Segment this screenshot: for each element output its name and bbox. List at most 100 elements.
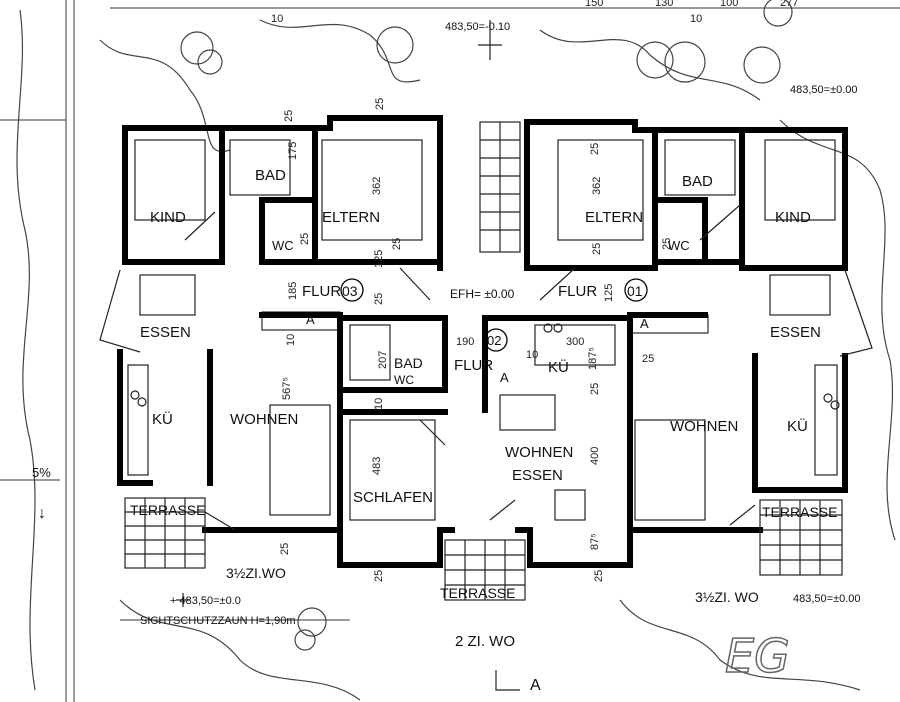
shrub-outline-bottom-left bbox=[119, 599, 361, 701]
level-bottom-left: + 483,50=±0.0 bbox=[170, 595, 241, 607]
dim-label: 25 bbox=[589, 383, 601, 395]
room-label-flur-right: FLUR bbox=[558, 283, 597, 300]
staircase bbox=[479, 121, 521, 253]
dim-label: 125 bbox=[373, 250, 385, 268]
dim-label: 25 bbox=[591, 243, 603, 255]
bed-schlafen bbox=[349, 419, 436, 521]
dim-label: 25 bbox=[593, 570, 605, 582]
slope-arrow-icon: ↓ bbox=[38, 505, 46, 522]
unit-title-left: 3½ZI.WO bbox=[226, 565, 286, 581]
bath-middle bbox=[349, 324, 391, 381]
table-essen-left bbox=[139, 274, 196, 316]
dim-label: 25 bbox=[299, 233, 311, 245]
dim-label: 277 bbox=[780, 0, 798, 9]
tree-icon bbox=[197, 49, 223, 75]
furnishings bbox=[99, 20, 873, 691]
dim-label: 483 bbox=[371, 457, 383, 475]
entry-level: EFH= ±0.00 bbox=[450, 287, 515, 301]
dim-label: 25 bbox=[391, 238, 403, 250]
dim-label: 10 bbox=[526, 349, 538, 361]
chair-middle bbox=[554, 489, 586, 521]
room-label-terrasse-middle: TERRASSE bbox=[440, 585, 515, 601]
dim-label: 362 bbox=[371, 177, 383, 195]
room-label-wohnen-left: WOHNEN bbox=[230, 411, 298, 428]
tree-icon bbox=[294, 629, 316, 651]
kitchen-counter-right bbox=[814, 364, 838, 476]
room-label-kue-middle: KÜ bbox=[548, 358, 569, 376]
shrub-outline-bottom-right bbox=[619, 599, 861, 691]
dim-label: 130 bbox=[655, 0, 673, 9]
room-label-terrasse-left: TERRASSE bbox=[130, 502, 205, 518]
room-label-eltern-right: ELTERN bbox=[585, 209, 643, 226]
dim-label: 400 bbox=[589, 447, 601, 465]
walls-left-unit bbox=[117, 115, 443, 533]
room-label-bad-left: BAD bbox=[255, 167, 286, 184]
bed-kind-right bbox=[764, 139, 836, 221]
annotations: EFH= ±0.00 483,50=-0.10 483,50=±0.00 + 4… bbox=[32, 21, 861, 694]
bathtub-right bbox=[664, 139, 736, 196]
room-label-bad-middle: BAD bbox=[394, 355, 423, 371]
dim-label: 25 bbox=[374, 98, 386, 110]
room-label-kue-left: KÜ bbox=[152, 410, 173, 428]
dim-label: 362 bbox=[591, 177, 603, 195]
dim-label: 25 bbox=[642, 353, 654, 365]
room-label-kind-right: KIND bbox=[775, 209, 811, 226]
dimensions: 10 10 130 100 277 150 25 25 175 362 185 … bbox=[271, 0, 798, 582]
section-marker-bottom: A bbox=[530, 677, 541, 694]
room-label-wc-left: WC bbox=[272, 238, 294, 253]
room-label-essen-left: ESSEN bbox=[140, 324, 191, 341]
room-label-terrasse-right: TERRASSE bbox=[762, 504, 837, 520]
dim-label: 10 bbox=[373, 398, 385, 410]
level-bottom-right: 483,50=±0.00 bbox=[793, 593, 861, 605]
shrub-outline-top bbox=[259, 19, 421, 83]
tree-icon bbox=[763, 0, 793, 27]
kitchen-middle bbox=[534, 324, 616, 366]
dim-label: 100 bbox=[720, 0, 738, 9]
room-label-wohnen-middle: WOHNEN bbox=[505, 444, 573, 461]
dim-label: 25 bbox=[283, 110, 295, 122]
bathtub-left bbox=[229, 139, 291, 196]
dim-label: 25 bbox=[661, 238, 673, 250]
dim-label: 190 bbox=[456, 336, 474, 348]
room-label-eltern-left: ELTERN bbox=[322, 209, 380, 226]
room-label-schlafen: SCHLAFEN bbox=[353, 489, 433, 506]
walls bbox=[117, 115, 848, 568]
unit-title-middle: 2 ZI. WO bbox=[455, 633, 515, 650]
shrub-outline-top-left bbox=[99, 39, 231, 153]
terrace-right bbox=[759, 499, 843, 576]
room-labels: KIND BAD WC ELTERN FLUR 03 ESSEN KÜ WOHN… bbox=[130, 167, 837, 601]
terrace-left bbox=[124, 497, 206, 569]
room-label-essen-right: ESSEN bbox=[770, 324, 821, 341]
section-marker-middle: A bbox=[500, 370, 509, 385]
floor-label: EG bbox=[725, 629, 790, 683]
tree-line-right bbox=[779, 119, 896, 541]
walls-right-unit bbox=[524, 119, 848, 533]
dim-label: 175 bbox=[287, 142, 299, 160]
dim-label: 185 bbox=[287, 282, 299, 300]
room-label-flur-left: FLUR bbox=[302, 283, 341, 300]
dim-label: 187⁵ bbox=[587, 347, 599, 370]
sofa-wohnen-right bbox=[634, 419, 706, 521]
dim-label: 10 bbox=[690, 13, 702, 25]
unit-title-right: 3½ZI. WO bbox=[695, 589, 759, 605]
level-top-right: 483,50=±0.00 bbox=[790, 84, 858, 96]
dim-label: 207 bbox=[377, 351, 389, 369]
dim-label: 25 bbox=[589, 143, 601, 155]
dim-label: 300 bbox=[566, 336, 584, 348]
room-label-flur-middle: FLUR bbox=[454, 357, 493, 374]
dim-label: 25 bbox=[373, 570, 385, 582]
table-essen-right bbox=[769, 274, 831, 316]
room-label-essen-middle: ESSEN bbox=[512, 467, 563, 484]
unit-markers bbox=[340, 278, 648, 352]
room-label-kind-left: KIND bbox=[150, 209, 186, 226]
room-label-bad-right: BAD bbox=[682, 173, 713, 190]
level-top: 483,50=-0.10 bbox=[445, 21, 510, 33]
tree-icon bbox=[376, 26, 414, 64]
unit-number-02: 02 bbox=[487, 333, 501, 348]
unit-number-03: 03 bbox=[342, 283, 358, 299]
kitchen-counter-left bbox=[127, 364, 149, 476]
sofa-wohnen-left bbox=[269, 404, 331, 516]
section-marker-left: A bbox=[306, 312, 315, 327]
